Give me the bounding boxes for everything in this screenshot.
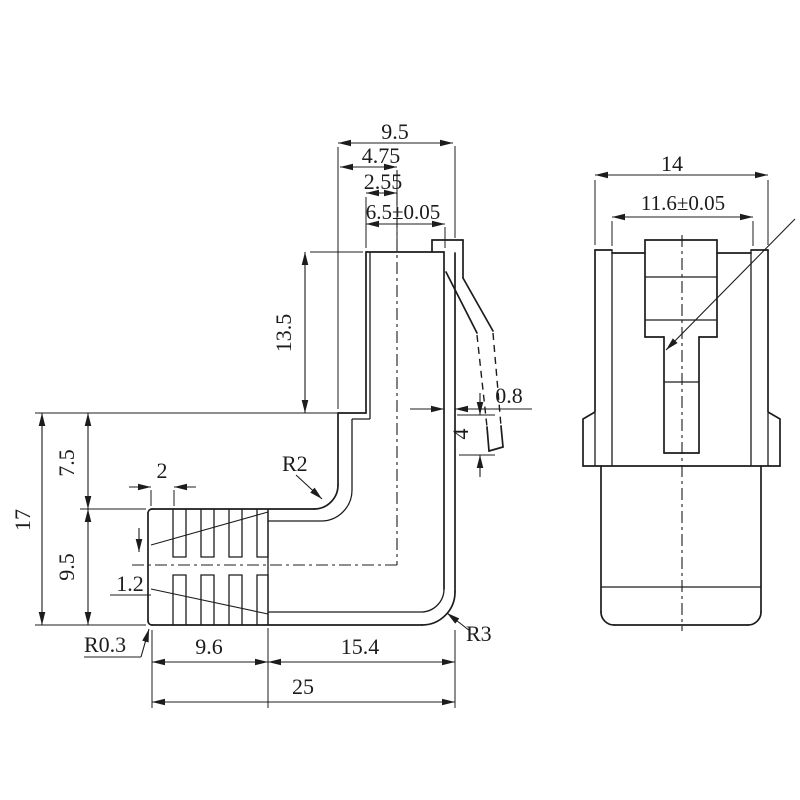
dim-label-contact-offset: 2.55 bbox=[364, 169, 403, 194]
side-view-centerlines bbox=[132, 170, 398, 566]
dim-label-radius-outer-corner: R3 bbox=[466, 621, 492, 646]
dim-label-top-half-width: 4.75 bbox=[362, 143, 401, 168]
dim-label-upper-section-height: 7.5 bbox=[54, 449, 79, 477]
extension-lines bbox=[35, 146, 769, 708]
side-view-boot-ribs bbox=[150, 509, 269, 625]
dim-label-front-inner-width: 11.6±0.05 bbox=[641, 191, 725, 215]
dim-label-overall-length: 25 bbox=[292, 674, 314, 699]
dim-label-lower-section-height: 9.5 bbox=[54, 553, 79, 581]
dim-label-plug-tip-width: 6.5±0.05 bbox=[366, 200, 441, 224]
side-view-latch bbox=[431, 239, 504, 452]
dim-label-rib-width: 1.2 bbox=[116, 571, 144, 596]
dim-label-boot-length: 9.6 bbox=[195, 634, 223, 659]
dim-label-overall-height: 17 bbox=[10, 509, 35, 531]
front-view-outline bbox=[582, 249, 781, 467]
dimension-labels: 9.5 4.75 2.55 6.5±0.05 13.5 0.8 4 17 7.5… bbox=[10, 119, 725, 699]
dim-label-radius-boot-corner: R0.3 bbox=[84, 632, 126, 657]
dim-label-plug-height: 13.5 bbox=[271, 314, 296, 353]
side-view-body-outline bbox=[147, 508, 456, 626]
front-view bbox=[582, 218, 796, 631]
dim-label-latch-thickness: 0.8 bbox=[495, 383, 523, 408]
front-view-latch bbox=[644, 239, 718, 454]
dim-label-radius-inner-corner: R2 bbox=[282, 451, 308, 476]
side-view-plug-outline bbox=[313, 251, 456, 593]
dim-label-rib-pitch: 2 bbox=[157, 458, 168, 483]
latch-leader-line bbox=[665, 218, 796, 351]
dimension-lines bbox=[38, 139, 768, 706]
dim-label-latch-drop: 4 bbox=[448, 429, 473, 440]
dim-label-front-overall-width: 14 bbox=[661, 151, 683, 176]
dim-label-body-length: 15.4 bbox=[341, 634, 380, 659]
side-view bbox=[132, 170, 504, 626]
dim-label-top-width: 9.5 bbox=[381, 119, 409, 144]
front-view-boot-box bbox=[600, 465, 762, 626]
